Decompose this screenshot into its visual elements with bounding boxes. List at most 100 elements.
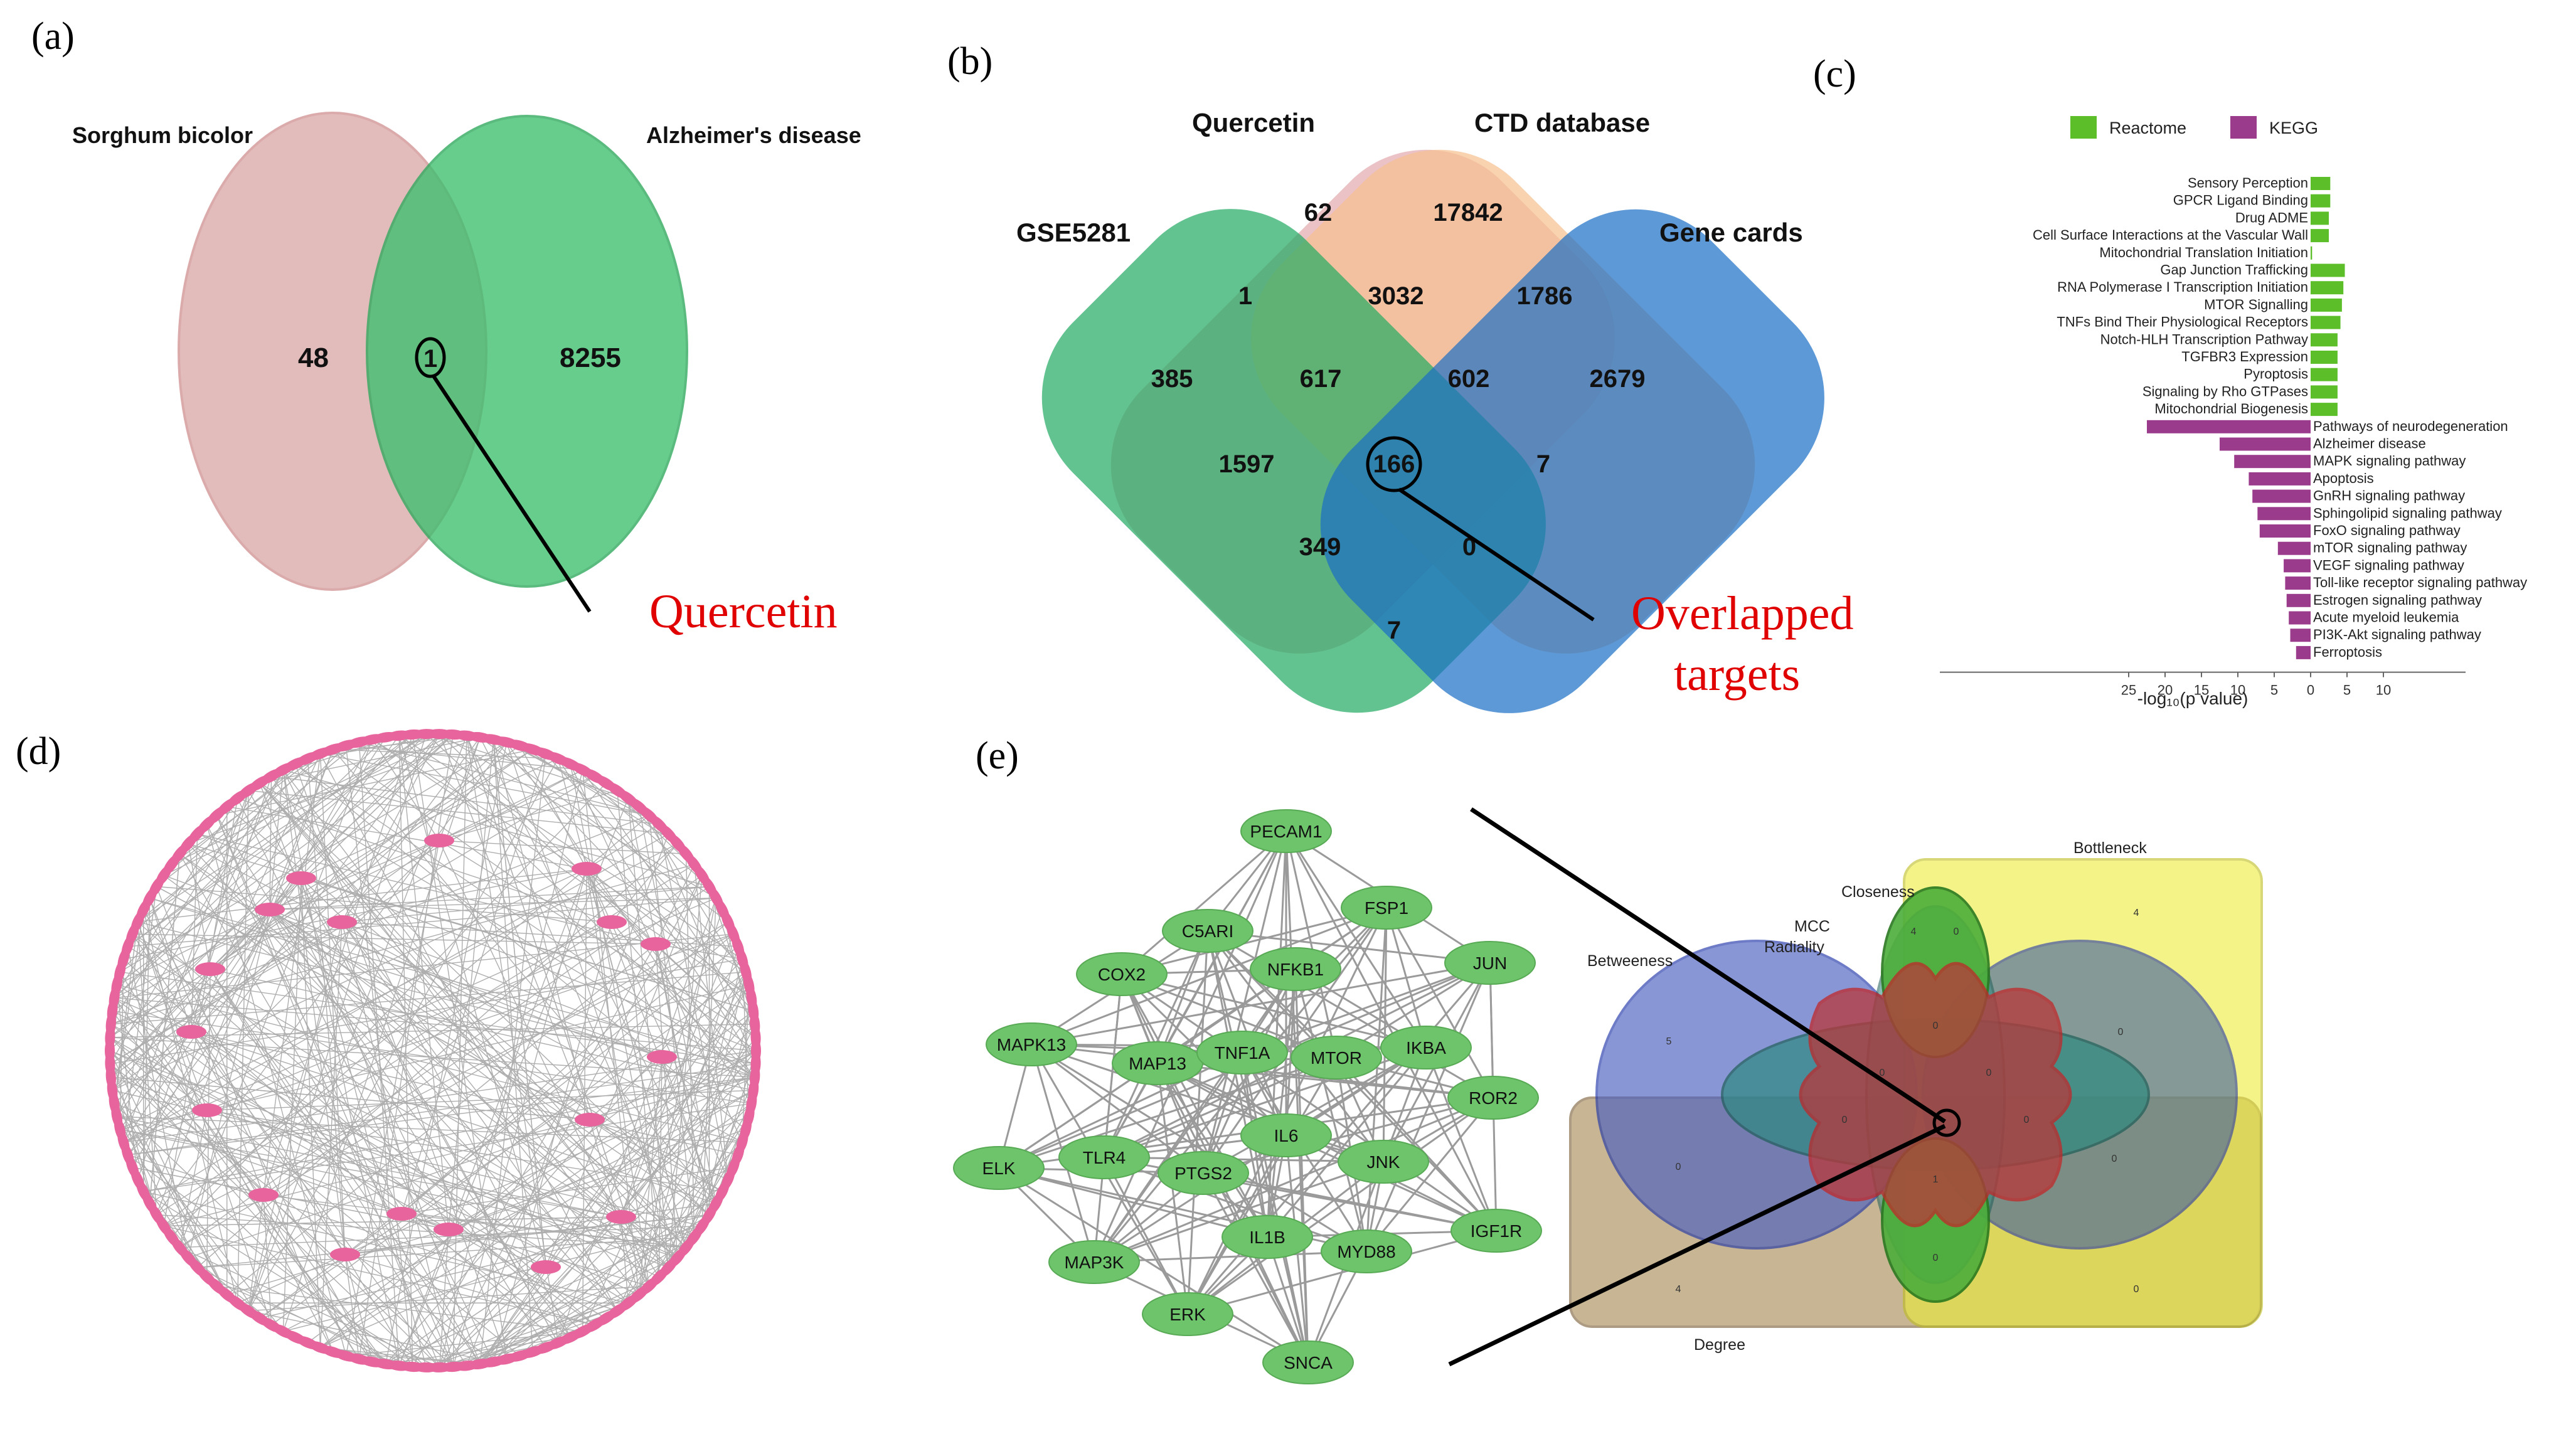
- edge: [269, 898, 716, 910]
- gene-label: IL6: [1274, 1126, 1299, 1145]
- edge: [448, 739, 494, 1230]
- edge: [283, 1090, 754, 1332]
- edge: [1121, 973, 1497, 1232]
- edge: [137, 741, 359, 923]
- zoom-line-bottom: [1448, 1123, 1946, 1367]
- venn-label-alzheimer: Alzheimer's disease: [646, 122, 861, 148]
- venn-count: 4: [1676, 1284, 1681, 1295]
- category-label: Acute myeloid leukemia: [2313, 610, 2459, 625]
- bar-reactome: [2311, 316, 2341, 329]
- edge: [116, 984, 629, 1303]
- bar-kegg: [2259, 524, 2311, 538]
- edge: [492, 739, 590, 1120]
- network-node-inner: [386, 1207, 417, 1221]
- edge: [206, 824, 402, 1214]
- edge: [206, 898, 716, 1111]
- venn-label-mcc: MCC: [1794, 918, 1830, 935]
- edge: [110, 971, 746, 1025]
- edge: [137, 921, 595, 1325]
- edge: [143, 910, 238, 1303]
- venn4-value: 1: [1238, 282, 1252, 310]
- edge: [1207, 930, 1491, 964]
- venn-count-right: 8255: [560, 342, 621, 373]
- edge: [466, 1285, 649, 1366]
- gene-node-nfkb1: NFKB1: [1250, 947, 1341, 991]
- category-label: TNFs Bind Their Physiological Receptors: [2057, 314, 2308, 330]
- edge: [137, 733, 427, 923]
- category-label: Sphingolipid signaling pathway: [2313, 505, 2502, 521]
- gene-label: NFKB1: [1267, 960, 1324, 979]
- edge: [998, 1167, 1309, 1364]
- edge: [341, 736, 481, 923]
- edge: [1425, 1047, 1498, 1231]
- edge: [1103, 1157, 1189, 1315]
- edge: [149, 898, 663, 1058]
- edge: [401, 753, 546, 1214]
- edge: [398, 735, 743, 960]
- gene-label: ERK: [1169, 1305, 1206, 1324]
- edge: [545, 875, 703, 1268]
- edge: [620, 1216, 629, 1303]
- network-node-inner: [647, 1050, 677, 1064]
- edge: [1202, 1172, 1309, 1363]
- edge: [191, 1031, 440, 1368]
- edge: [163, 815, 650, 1226]
- edge: [412, 943, 656, 1367]
- x-axis-label: -log₁₀(p value): [2137, 689, 2249, 708]
- bar-reactome: [2311, 385, 2338, 399]
- venn4-label-quercetin: Quercetin: [1192, 108, 1315, 137]
- edge: [143, 1103, 752, 1192]
- edge: [127, 1076, 755, 1155]
- gene-node-mapk13: MAPK13: [986, 1022, 1077, 1066]
- edge: [1121, 973, 1337, 1059]
- venn-count: 0: [2112, 1154, 2117, 1164]
- edge: [448, 1116, 749, 1230]
- gene-label: IGF1R: [1471, 1221, 1522, 1241]
- edge: [149, 749, 334, 1204]
- edge: [114, 997, 386, 1364]
- edge: [453, 1302, 629, 1367]
- venn4-value: 1786: [1517, 282, 1573, 310]
- edge: [582, 770, 755, 1025]
- edge: [344, 1254, 360, 1359]
- edge: [439, 737, 481, 841]
- edge: [638, 806, 716, 1204]
- gene-node-map3k: MAP3K: [1048, 1240, 1140, 1284]
- venn-label-bottleneck: Bottleneck: [2073, 839, 2147, 857]
- edge: [620, 1216, 659, 1278]
- x-tick-label: 10: [2230, 682, 2245, 698]
- edge: [149, 854, 181, 1204]
- edge: [206, 969, 211, 1277]
- edge: [677, 972, 747, 1258]
- edge: [114, 997, 757, 1051]
- edge: [206, 1276, 413, 1367]
- legend-label-reactome: Reactome: [2109, 119, 2186, 137]
- edge: [237, 790, 249, 1303]
- edge: [132, 933, 583, 1332]
- network-node-inner: [176, 1025, 206, 1039]
- edge: [519, 745, 587, 869]
- category-label: Pathways of neurodegeneration: [2313, 418, 2508, 434]
- edge: [333, 749, 716, 1204]
- category-label: GPCR Ligand Binding: [2173, 193, 2308, 208]
- gene-node-pecam1: PECAM1: [1240, 809, 1332, 853]
- edge: [156, 886, 590, 1120]
- edge: [197, 1236, 695, 1268]
- edge: [156, 749, 334, 887]
- edge: [110, 1037, 607, 1319]
- edge: [333, 749, 757, 1051]
- edge: [163, 1225, 595, 1326]
- gene-label: ELK: [982, 1159, 1016, 1178]
- edge: [359, 741, 649, 816]
- edge: [1094, 1096, 1494, 1263]
- edge: [114, 933, 733, 999]
- edge: [112, 1011, 752, 1104]
- gene-node-cox2: COX2: [1076, 952, 1168, 996]
- gene-node-snca: SNCA: [1262, 1340, 1354, 1384]
- x-tick-label: 5: [2343, 682, 2351, 698]
- network-node-inner: [597, 915, 627, 929]
- edge: [385, 958, 743, 1365]
- edge: [263, 1194, 686, 1248]
- callout-line-a: [431, 374, 592, 613]
